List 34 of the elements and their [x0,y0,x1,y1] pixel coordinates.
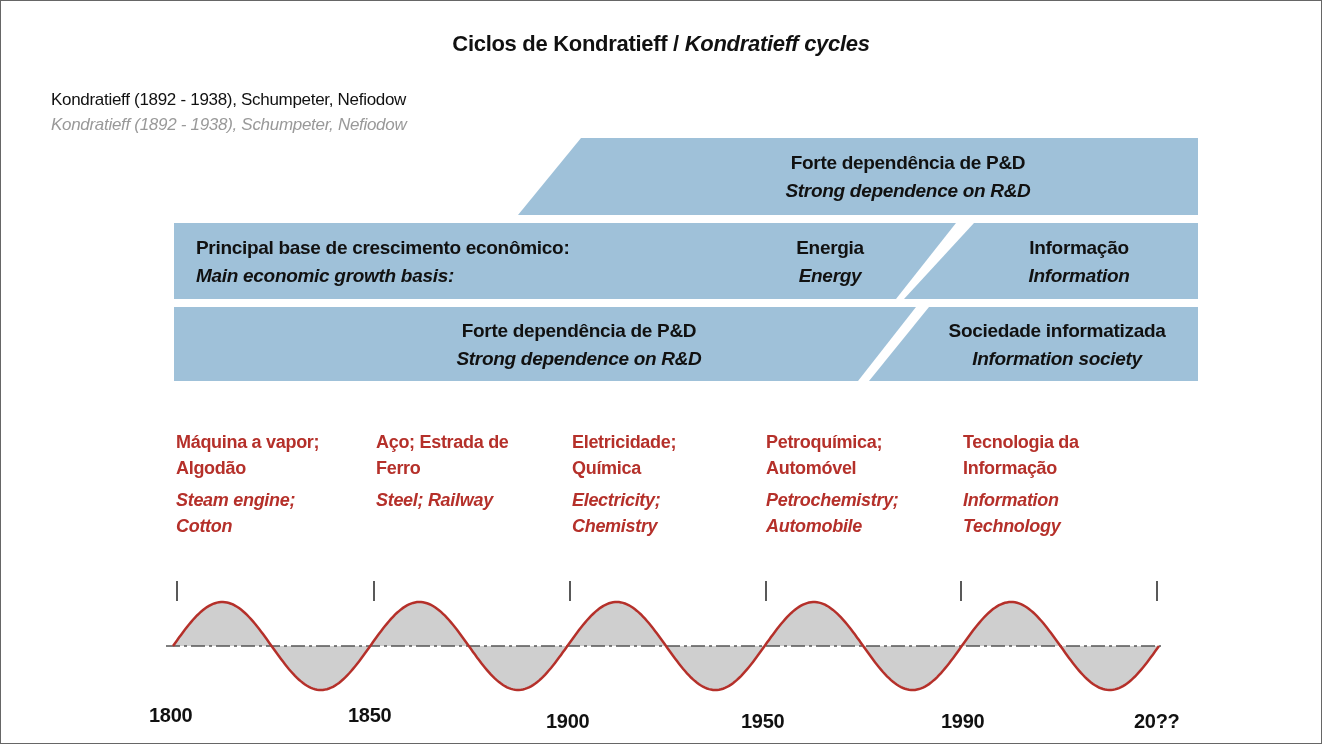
band-subtitle: Information society [972,347,1142,371]
source-note: Kondratieff (1892 - 1938), Schumpeter, Nefiodow [51,114,407,136]
cycle-label: Tecnologia da Informação [963,431,1080,480]
band-subtitle: Main economic growth basis: [196,264,454,288]
cycle-label: Eletricidade; Química [572,431,678,480]
band-subtitle: Information [1028,264,1130,288]
band-title: Principal base de crescimento econômico: [196,236,570,260]
band-title: Energia [796,236,864,260]
band-subtitle: Energy [798,264,862,288]
diagram-title: Ciclos de Kondratieff / Kondratieff cycles [451,31,871,57]
year-label: 1990 [941,709,985,734]
cycle-label: Steel; Railway [376,489,495,512]
band-title: Forte dependência de P&D [461,319,697,343]
banner-band [518,138,1198,215]
band-title: Informação [1029,236,1129,260]
band-subtitle: Strong dependence on R&D [456,347,702,371]
cycle-label: Petrochemistry; Automobile [766,489,900,538]
cycle-label: Steam engine; Cotton [176,489,297,538]
year-label: 1950 [741,709,785,734]
banner-band [904,223,1198,299]
band-title: Sociedade informatizada [948,319,1166,343]
year-label: 1900 [546,709,590,734]
band-title: Forte dependência de P&D [790,151,1026,175]
cycle-label: Aço; Estrada de Ferro [376,431,510,480]
band-subtitle: Strong dependence on R&D [785,179,1031,203]
year-label: 1800 [149,703,193,728]
cycle-label: Electricity; Chemistry [572,489,662,538]
cycle-label: Máquina a vapor; Algodão [176,431,321,480]
banner-band [869,307,1198,381]
year-label: 20?? [1134,709,1180,734]
year-label: 1850 [348,703,392,728]
source-note: Kondratieff (1892 - 1938), Schumpeter, Nefiodow [51,89,407,111]
cycle-label: Petroquímica; Automóvel [766,431,884,480]
cycle-label: Information Technology [963,489,1063,538]
